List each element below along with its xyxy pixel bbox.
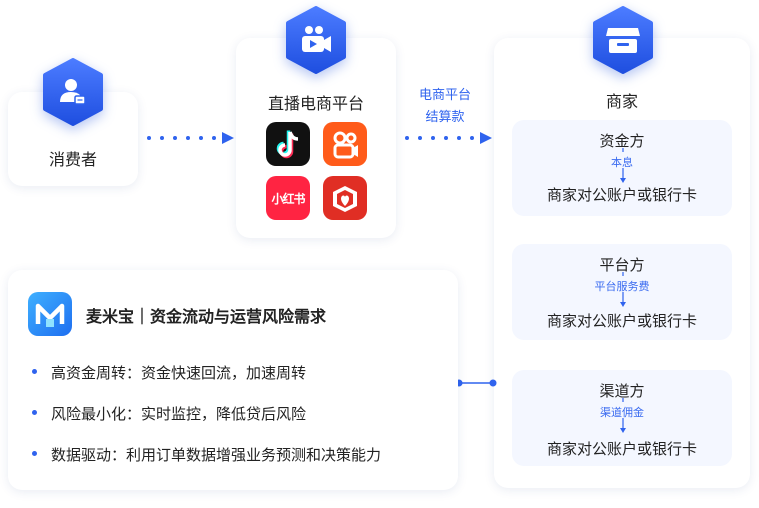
feature-item: 数据驱动：利用订单数据增强业务预测和决策能力 <box>32 444 381 465</box>
flow-label-line2: 结算款 <box>425 110 465 125</box>
funder-title: 资金方 <box>599 132 645 150</box>
consumer-label: 消费者 <box>48 150 97 169</box>
maimibao-logo-icon <box>28 292 72 336</box>
channel-box: 渠道方 渠道佣金 商家对公账户或银行卡 <box>512 370 732 466</box>
platform-party-dest: 商家对公账户或银行卡 <box>546 312 697 330</box>
down-arrow-icon <box>620 272 626 314</box>
funder-dest: 商家对公账户或银行卡 <box>546 186 697 204</box>
channel-flow: 渠道佣金 <box>600 406 644 419</box>
feature-text: 高资金周转：资金快速回流，加速周转 <box>51 364 307 382</box>
feature-text: 数据驱动：利用订单数据增强业务预测和决策能力 <box>51 446 382 464</box>
platform-party-title: 平台方 <box>599 256 645 274</box>
video-camera-hex-icon <box>285 6 347 74</box>
merchant-label: 商家 <box>605 92 638 111</box>
funder-flow: 本息 <box>611 156 633 169</box>
connector-line <box>455 374 497 387</box>
platform-party-flow: 平台服务费 <box>594 280 650 293</box>
feature-text: 风险最小化：实时监控，降低贷后风险 <box>51 405 307 423</box>
maimibao-card <box>8 270 458 490</box>
down-arrow-icon <box>620 148 626 190</box>
flow-label-line1: 电商平台 <box>418 88 471 103</box>
channel-title: 渠道方 <box>599 382 645 400</box>
pinduoduo-icon <box>323 176 367 220</box>
xiaohongshu-icon: 小红书 <box>266 176 310 220</box>
platform-label: 直播电商平台 <box>267 94 364 113</box>
down-arrow-icon <box>620 398 626 440</box>
kuaishou-icon <box>323 122 367 166</box>
consumer-hex-icon <box>42 58 104 126</box>
platform-party-box: 平台方 平台服务费 商家对公账户或银行卡 <box>512 244 732 340</box>
xiaohongshu-logo-text: 小红书 <box>271 192 305 206</box>
shop-hex-icon <box>592 6 654 74</box>
funder-box: 资金方 本息 商家对公账户或银行卡 <box>512 120 732 216</box>
feature-item: 风险最小化：实时监控，降低贷后风险 <box>32 403 306 424</box>
flow-arrow-consumer-platform <box>146 132 234 144</box>
flow-arrow-platform-merchant <box>404 132 492 144</box>
maimibao-title: 麦米宝｜资金流动与运营风险需求 <box>86 307 327 326</box>
channel-dest: 商家对公账户或银行卡 <box>546 440 697 458</box>
feature-item: 高资金周转：资金快速回流，加速周转 <box>32 362 306 383</box>
douyin-icon <box>266 122 310 166</box>
